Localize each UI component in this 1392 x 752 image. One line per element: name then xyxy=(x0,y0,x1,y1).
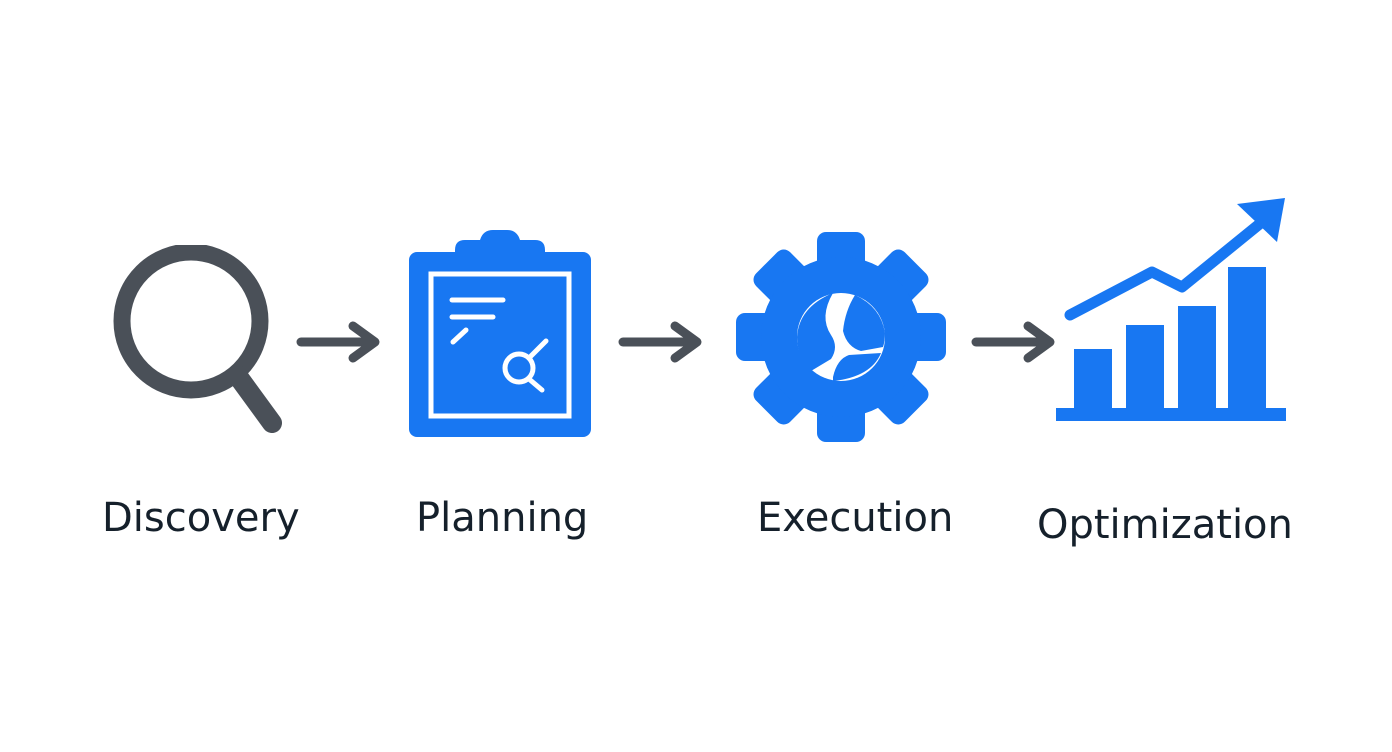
arrow-right-icon xyxy=(971,321,1055,363)
step-label-optimization: Optimization xyxy=(1037,502,1293,548)
clipboard-search-icon xyxy=(409,230,591,437)
arrow-right-icon xyxy=(618,321,702,363)
step-label-planning: Planning xyxy=(416,495,589,541)
arrow-right-icon xyxy=(296,321,380,363)
step-label-execution: Execution xyxy=(757,495,954,541)
magnifier-icon xyxy=(113,245,282,433)
growth-chart-icon xyxy=(1056,198,1286,421)
gear-icon xyxy=(736,232,946,442)
step-label-discovery: Discovery xyxy=(102,495,300,541)
